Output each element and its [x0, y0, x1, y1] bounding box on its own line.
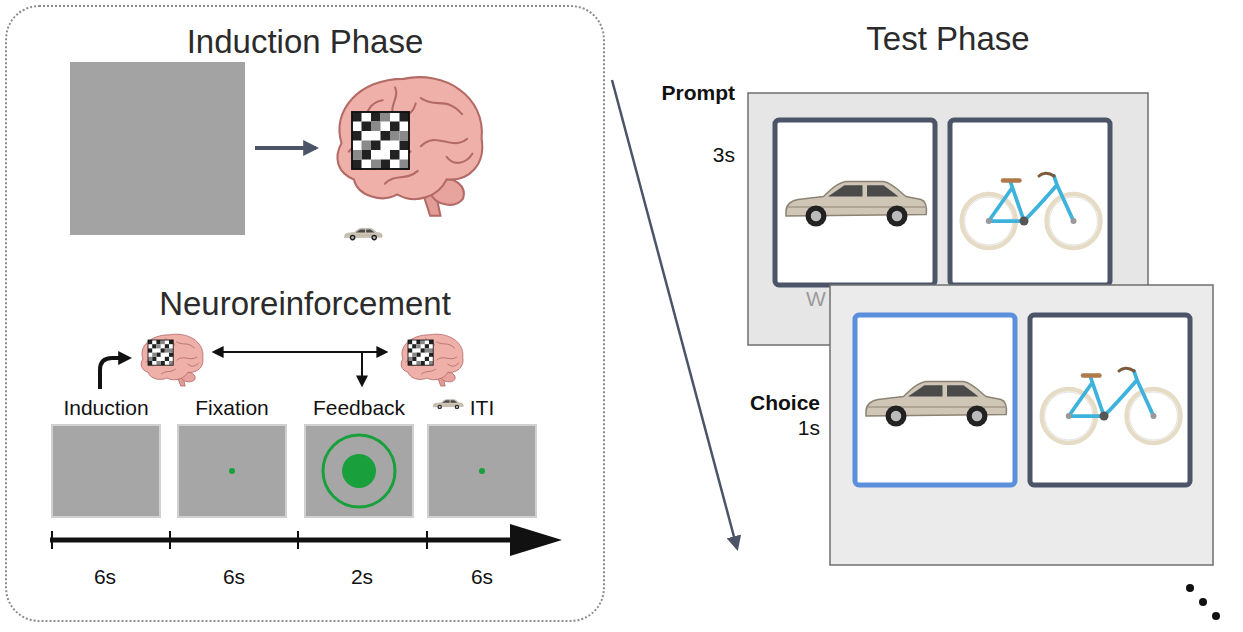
option-frame [775, 120, 935, 285]
text-slot: Feedback [275, 396, 443, 420]
feedback-ring [323, 435, 395, 507]
text-slot: Fixation [148, 396, 316, 420]
timeline-axis [50, 538, 514, 543]
label-slot: 6s [94, 565, 116, 589]
induction-arrow [100, 358, 128, 389]
checkerboard-pattern [148, 340, 173, 365]
timeline-arrowhead [510, 524, 562, 556]
timeline-tick [426, 531, 428, 549]
duration-label: 3s [713, 143, 735, 166]
bicycle-picture [1042, 368, 1181, 443]
stage-label: Feedback [313, 396, 405, 419]
label-slot: Test Phase [866, 20, 1029, 58]
flow-arrow [255, 146, 316, 150]
stage-label: Induction [63, 396, 148, 419]
choice-screen: Choice1s [830, 285, 1213, 565]
text-slot: Choice [750, 391, 820, 415]
text-slot: 1s [798, 416, 820, 440]
screen-card [830, 285, 1213, 565]
continuation-dot [1212, 612, 1220, 620]
duration-label: 1s [798, 416, 820, 439]
trial-screen: Fixation [178, 425, 286, 517]
phase-label: Choice [750, 391, 820, 414]
feedback-arrow [361, 352, 363, 385]
screen-fill [178, 425, 286, 517]
fixation-dot [229, 468, 235, 474]
timeline-tick [297, 531, 299, 549]
section-heading: Neuroreinforcement [159, 285, 451, 322]
text-slot: Prompt [662, 81, 736, 105]
duration-label: 6s [94, 565, 116, 588]
phase-label: Prompt [662, 81, 736, 104]
car-icon [345, 228, 382, 240]
text-slot: Neuroreinforcement [7, 285, 603, 323]
checkerboard-pattern [352, 112, 409, 169]
chosen-frame [855, 315, 1015, 485]
fixation-dot [479, 468, 485, 474]
checkerboard-pattern [408, 340, 433, 365]
text-slot: Induction Phase [7, 23, 603, 61]
car-picture [866, 382, 1006, 427]
screen-fill [305, 425, 413, 517]
instruction-text: W [806, 287, 826, 310]
stage-label: ITI [470, 396, 495, 419]
continuation-dot [1199, 598, 1207, 606]
trial-screen: Feedback [305, 425, 413, 517]
label-slot: 6s [471, 565, 493, 589]
option-frame [950, 120, 1110, 285]
option-frame [1030, 315, 1190, 485]
bicycle-picture [962, 173, 1101, 248]
duration-label: 6s [471, 565, 493, 588]
text-slot: W [806, 287, 826, 311]
panel-heading: Induction Phase [187, 23, 424, 60]
car-icon [433, 400, 463, 410]
label-slot: 2s [351, 565, 373, 589]
brain-icon [141, 334, 203, 386]
screen-fill [52, 425, 160, 517]
screen-fill [428, 425, 536, 517]
brain-icon [401, 334, 463, 386]
trial-screen: ITI [428, 425, 536, 517]
comparison-arrow [214, 351, 386, 353]
duration-label: 6s [223, 565, 245, 588]
prompt-screen: Prompt3sW [748, 93, 1148, 345]
trial-screen: Induction [52, 425, 160, 517]
timeline-tick [51, 531, 53, 549]
stage-label: Fixation [195, 396, 269, 419]
label-slot: 6s [223, 565, 245, 589]
panel-heading: Test Phase [866, 20, 1029, 57]
continuation-dot [1186, 584, 1194, 592]
duration-label: 2s [351, 565, 373, 588]
feedback-disc [342, 454, 376, 488]
brain-picture [337, 77, 482, 216]
timeline-tick [169, 531, 171, 549]
phase-panel: Induction PhaseNeuroreinforcementInducti… [5, 5, 605, 622]
text-slot: 3s [713, 143, 735, 167]
blank-screen [70, 62, 245, 235]
text-slot: ITI [398, 396, 566, 420]
time-arrow [612, 80, 737, 548]
text-slot: Induction [22, 396, 190, 420]
car-picture [786, 182, 926, 227]
